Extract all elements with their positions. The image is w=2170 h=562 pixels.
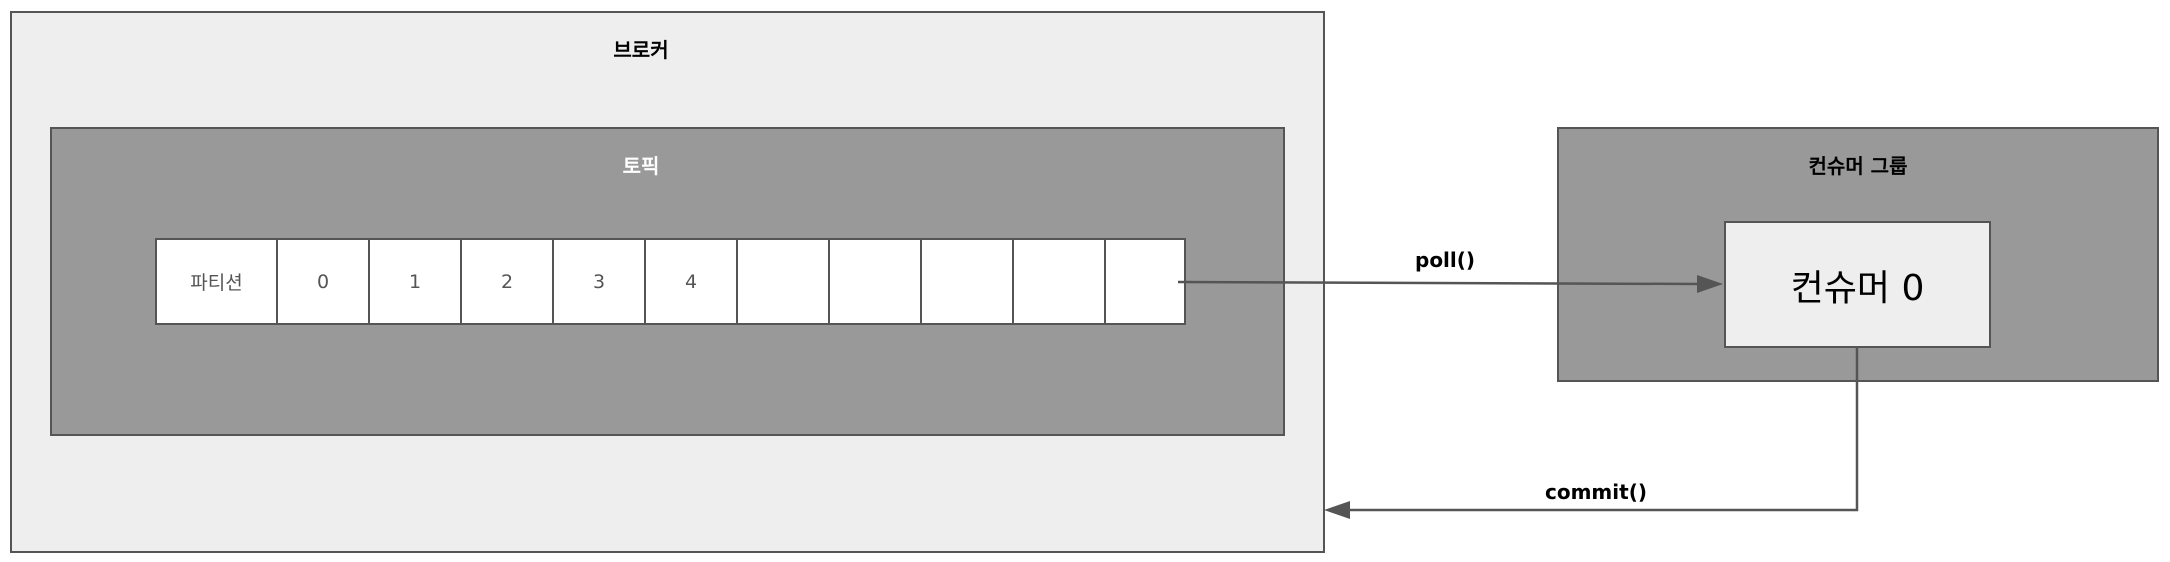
partition-cell-empty bbox=[1104, 240, 1184, 323]
commit-label: commit() bbox=[1545, 480, 1647, 504]
partition-cell: 3 bbox=[552, 240, 644, 323]
commit-arrowhead bbox=[1324, 501, 1350, 519]
poll-arrowhead bbox=[1697, 275, 1723, 293]
topic-title: 토픽 bbox=[622, 154, 660, 178]
consumer-label: 컨슈머 0 bbox=[1790, 267, 1925, 309]
partition-cell: 1 bbox=[368, 240, 460, 323]
partition-cell-empty bbox=[828, 240, 920, 323]
poll-label: poll() bbox=[1415, 248, 1476, 272]
partition-cell-empty bbox=[920, 240, 1012, 323]
broker-title: 브로커 bbox=[613, 38, 669, 62]
partition-cell-empty bbox=[1012, 240, 1104, 323]
partition-label: 파티션 bbox=[190, 272, 243, 294]
partition-row: 파티션 0 1 2 3 4 bbox=[155, 238, 1186, 325]
consumer-box: 컨슈머 0 bbox=[1724, 221, 1991, 348]
commit-arrow-line bbox=[1350, 348, 1859, 512]
partition-cell: 2 bbox=[460, 240, 552, 323]
partition-cell: 4 bbox=[644, 240, 736, 323]
partition-cell-empty bbox=[736, 240, 828, 323]
poll-arrow-line bbox=[1177, 280, 1701, 286]
consumer-group-title: 컨슈머 그룹 bbox=[1808, 154, 1908, 178]
partition-cell: 0 bbox=[276, 240, 368, 323]
